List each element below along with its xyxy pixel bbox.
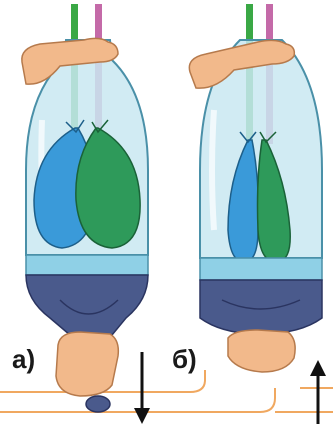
panel-label-a: а) <box>12 346 35 372</box>
hand-icon <box>56 332 118 396</box>
hand-icon <box>228 330 295 372</box>
arrow-up-icon <box>310 360 326 424</box>
diaphragm-a <box>26 275 148 335</box>
panel-label-b: б) <box>172 346 197 372</box>
water-band-a <box>26 255 148 275</box>
bottle-b <box>189 4 326 424</box>
diaphragm-b <box>200 280 322 334</box>
table-lines <box>0 370 333 412</box>
water-band-b <box>200 258 322 280</box>
bottle-a <box>22 4 150 424</box>
arrow-down-icon <box>134 352 150 424</box>
